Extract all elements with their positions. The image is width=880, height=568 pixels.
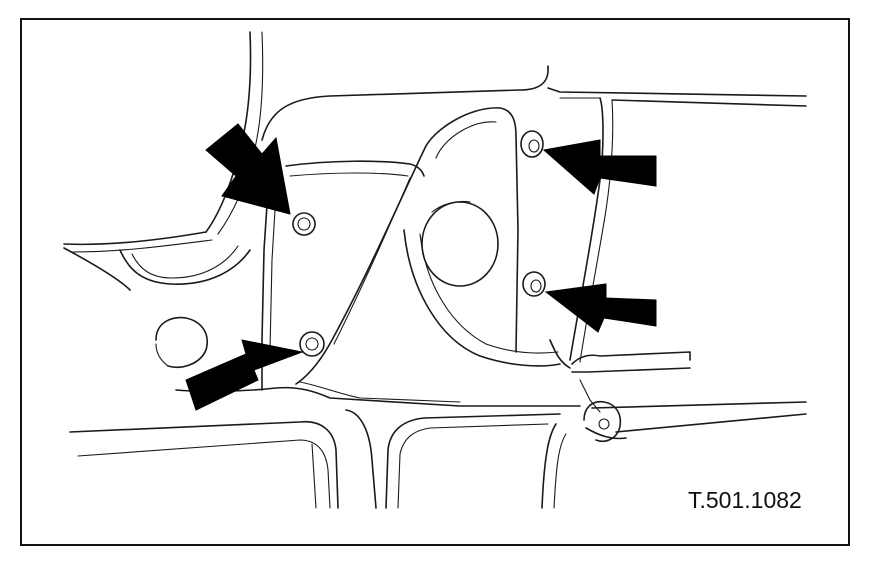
figure-reference-code: T.501.1082	[688, 487, 802, 513]
small-access-hole	[155, 316, 208, 368]
fastener-upper-left	[292, 212, 316, 236]
lower-sill	[69, 351, 807, 509]
arrow-pointer-icon	[205, 123, 291, 215]
fastener-lower-right	[522, 271, 546, 297]
fastener-upper-right	[520, 130, 544, 158]
arrow-pointer-icon	[185, 339, 304, 411]
arrow-pointer-icon	[544, 283, 657, 333]
gusset-panel	[295, 107, 571, 385]
large-access-hole	[421, 200, 499, 287]
arrow-pointer-icon	[542, 139, 657, 195]
left-panel-outline	[63, 31, 264, 291]
clip-bracket	[583, 400, 622, 442]
upper-panel-outline	[261, 65, 807, 363]
fastener-lower-left	[299, 331, 325, 357]
